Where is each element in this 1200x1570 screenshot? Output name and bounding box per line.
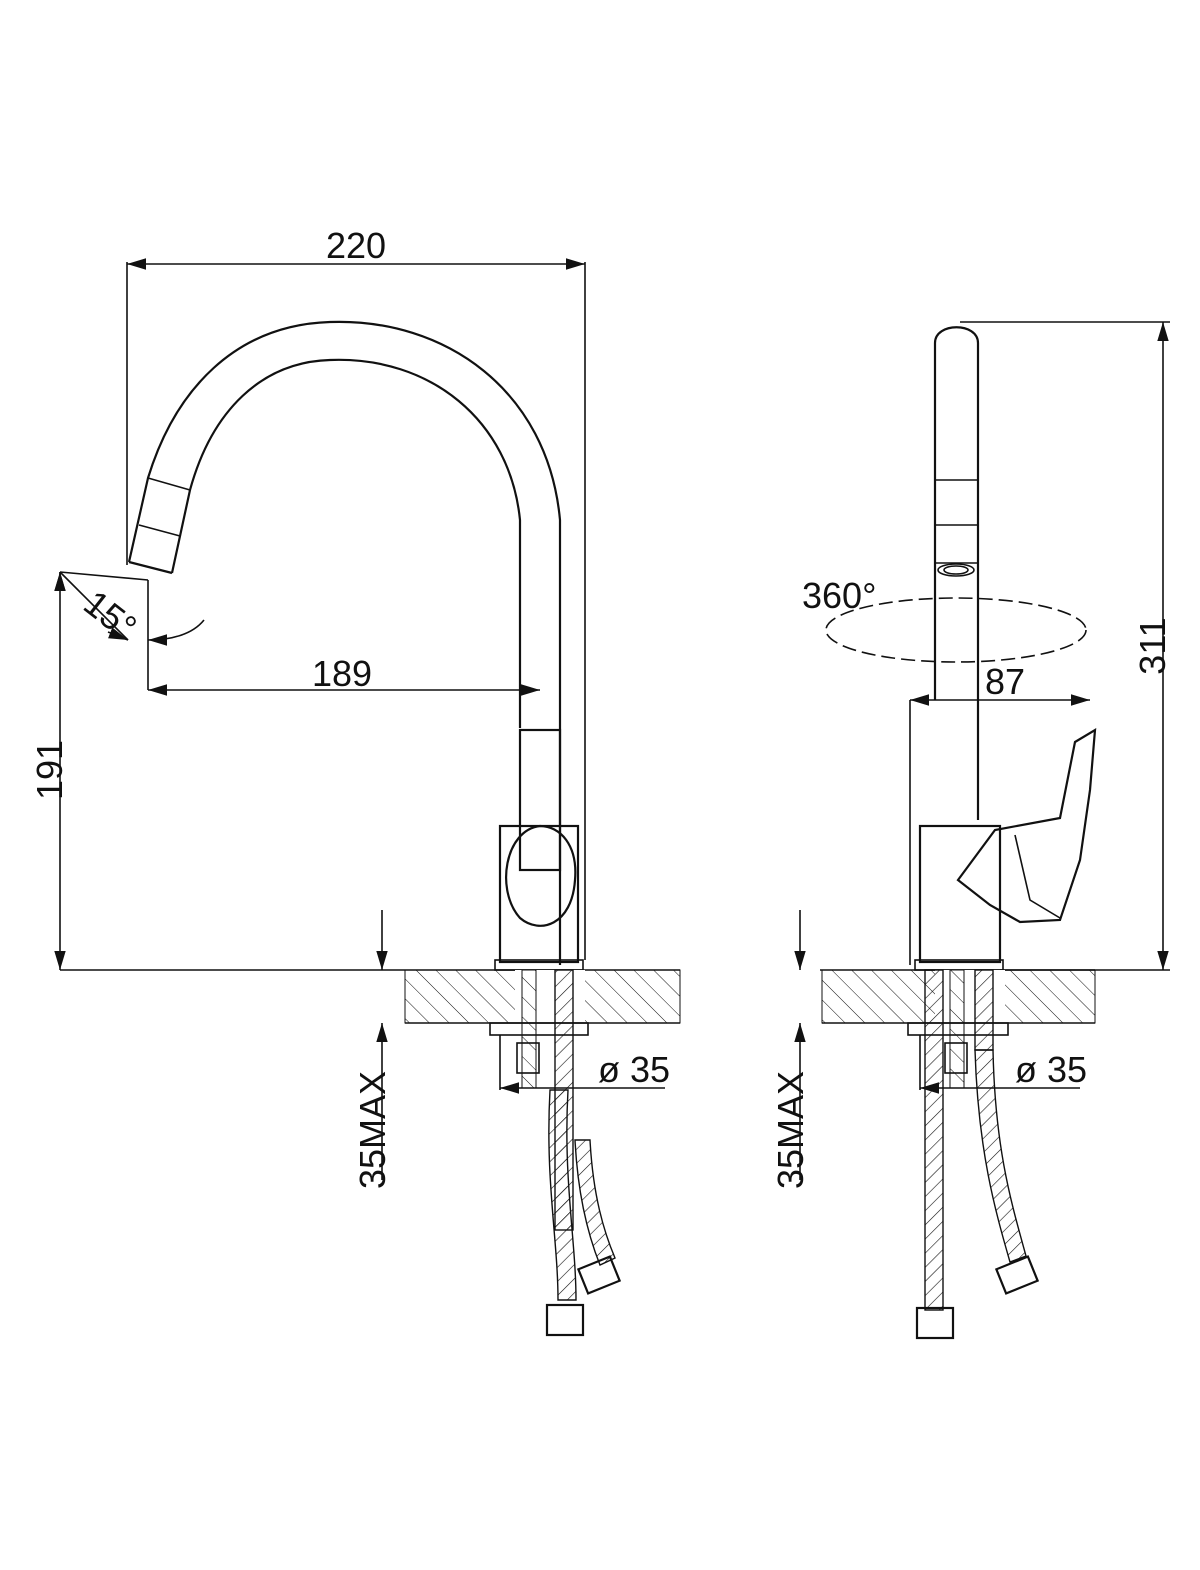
- max-thickness-label-side: 35MAX: [770, 1071, 811, 1189]
- rotation-indicator: 360°: [802, 575, 1087, 663]
- side-spout: [933, 326, 980, 820]
- front-view: 220 15° 189 191: [29, 225, 681, 1337]
- spout-height-dimension: 191: [29, 572, 70, 970]
- max-thickness-label: 35MAX: [352, 1071, 393, 1189]
- side-view: 360° 87 311: [770, 321, 1173, 1340]
- width-label: 220: [326, 225, 386, 266]
- supply-hoses-front: [545, 969, 622, 1337]
- base-depth-label: 87: [985, 661, 1025, 702]
- hole-diameter-label-side: ø 35: [1015, 1049, 1087, 1090]
- tilt-angle: 15°: [54, 571, 205, 690]
- base-depth-dimension: 87: [909, 661, 1090, 965]
- spout-height-label: 191: [29, 740, 70, 800]
- faucet-body: [494, 728, 584, 971]
- max-thickness-front: 35MAX: [352, 910, 393, 1189]
- mounting-hardware-front: [499, 969, 540, 1090]
- total-height-label: 311: [1132, 617, 1173, 674]
- rotation-label: 360°: [802, 575, 876, 616]
- max-thickness-side: 35MAX: [770, 910, 811, 1189]
- reach-label: 189: [312, 653, 372, 694]
- spout: [127, 320, 562, 965]
- width-dimension: 220: [126, 225, 586, 960]
- side-body: [914, 727, 1097, 971]
- supply-hoses-side: [915, 969, 1040, 1340]
- hole-diameter-side: ø 35: [920, 1049, 1087, 1094]
- hole-diameter-label: ø 35: [598, 1049, 670, 1090]
- countertop-front: [60, 969, 681, 1036]
- hole-diameter-front: ø 35: [500, 1049, 670, 1094]
- angle-label: 15°: [76, 582, 144, 648]
- reach-dimension: 189: [148, 653, 540, 696]
